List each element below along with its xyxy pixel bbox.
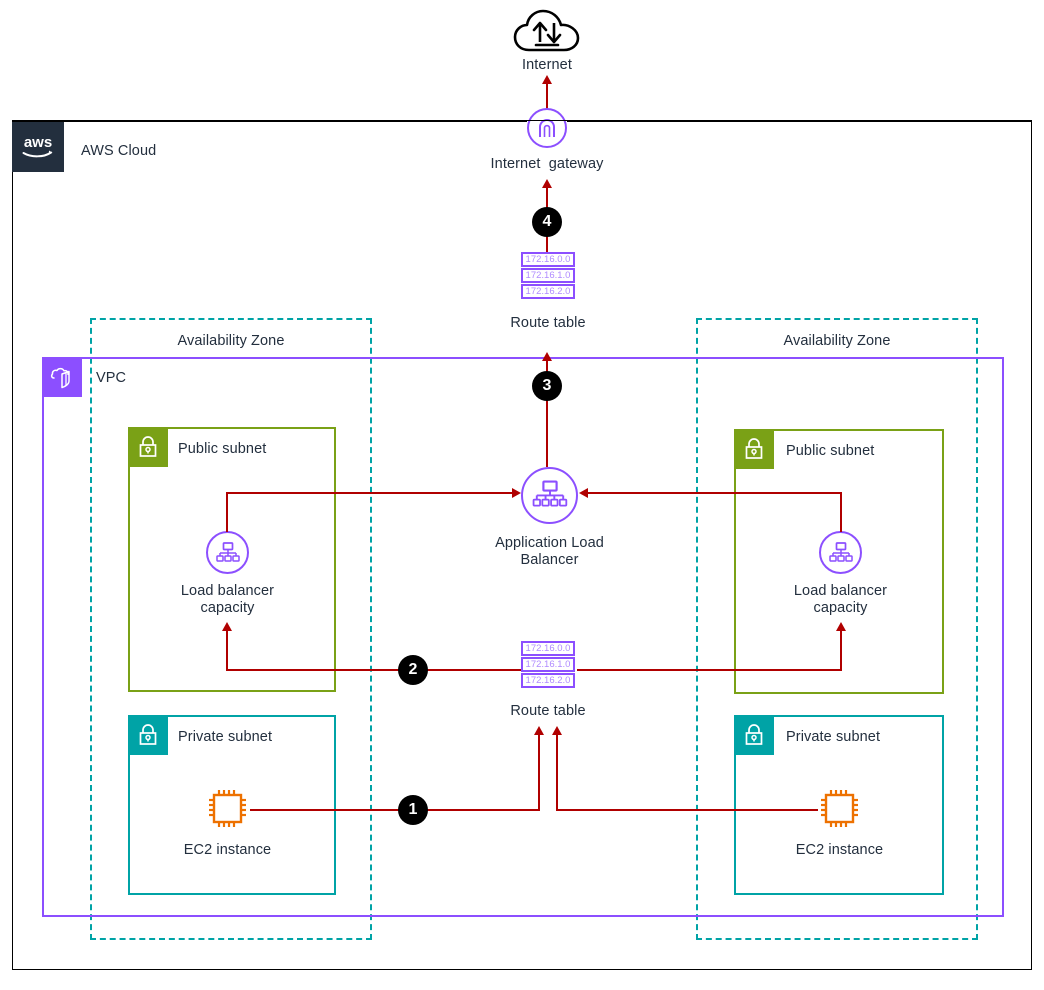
flow-step1-horizontal-left: [250, 809, 540, 812]
flow-step1-horizontal-right: [556, 809, 818, 812]
flow-alb-to-routetable-upper-arrowhead: [541, 352, 552, 361]
vpc-boundary: [42, 357, 1004, 917]
ec2-instance-right-icon: [817, 786, 862, 831]
private-subnet-left-label: Private subnet: [178, 729, 273, 745]
vpc-icon: [44, 359, 82, 397]
route-table-upper: 172.16.0.0 172.16.1.0 172.16.2.0: [521, 252, 575, 300]
step-badge-1: 1: [398, 795, 428, 825]
vpc-label: VPC: [96, 370, 127, 386]
application-load-balancer-label: Application Load Balancer: [495, 535, 604, 568]
flow-step1-riser-b-arrowhead: [551, 726, 562, 735]
flow-igw-to-internet: [546, 80, 549, 110]
availability-zone-left-label: Availability Zone: [177, 333, 285, 349]
availability-zone-right: [696, 318, 978, 940]
flow-step1-riser-b: [556, 733, 559, 811]
public-subnet-left-lock-icon: [128, 427, 168, 467]
internet-label: Internet: [522, 57, 572, 73]
application-load-balancer-icon: [521, 467, 578, 524]
public-subnet-right-lock-icon: [734, 429, 774, 469]
ec2-instance-left-label: EC2 instance: [183, 842, 272, 858]
public-subnet-right-label: Public subnet: [786, 443, 875, 459]
flow-lbcapacity-left-to-alb-arrowhead: [512, 487, 521, 498]
svg-text:aws: aws: [24, 134, 52, 151]
flow-step2-riser-left-arrowhead: [221, 622, 232, 631]
flow-lbcapacity-left-to-alb-horizontal: [226, 492, 512, 495]
flow-routetable-to-igw-arrowhead: [541, 179, 552, 188]
private-subnet-right-lock-icon: [734, 715, 774, 755]
ec2-instance-right-label: EC2 instance: [795, 842, 884, 858]
flow-lbcapacity-right-to-alb-vertical: [840, 492, 843, 532]
availability-zone-left: [90, 318, 372, 940]
private-subnet-right-label: Private subnet: [786, 729, 881, 745]
flow-alb-to-routetable-upper: [546, 357, 549, 467]
internet-gateway-label: Internet gateway: [490, 156, 604, 172]
public-subnet-left-label: Public subnet: [178, 441, 267, 457]
route-table-upper-label: Route table: [510, 315, 586, 331]
private-subnet-left-lock-icon: [128, 715, 168, 755]
flow-step2-riser-left: [226, 629, 229, 671]
aws-cloud-top-edge-left: [12, 120, 527, 122]
flow-step1-riser-a: [538, 733, 541, 811]
step-badge-3: 3: [532, 371, 562, 401]
flow-lbcapacity-right-to-alb-horizontal: [588, 492, 842, 495]
load-balancer-capacity-right-label: Load balancer capacity: [793, 583, 888, 616]
route-table-lower: 172.16.0.0 172.16.1.0 172.16.2.0: [521, 641, 575, 689]
ec2-instance-left-icon: [205, 786, 250, 831]
flow-lbcapacity-right-to-alb-arrowhead: [579, 487, 588, 498]
route-table-lower-row: 172.16.1.0: [521, 657, 575, 672]
flow-lbcapacity-left-to-alb-vertical: [226, 492, 229, 532]
private-subnet-left: [128, 715, 336, 895]
flow-step1-riser-a-arrowhead: [533, 726, 544, 735]
flow-igw-to-internet-arrowhead: [541, 75, 552, 84]
aws-cloud-label: AWS Cloud: [81, 143, 157, 159]
route-table-upper-row: 172.16.0.0: [521, 252, 575, 267]
flow-step2-horizontal-right: [577, 669, 842, 672]
internet-cloud-icon: [512, 8, 582, 56]
load-balancer-capacity-left-icon: [206, 531, 249, 574]
flow-step2-horizontal-left: [226, 669, 521, 672]
aws-cloud-top-edge-right: [567, 120, 1032, 122]
step-badge-2: 2: [398, 655, 428, 685]
availability-zone-right-label: Availability Zone: [783, 333, 891, 349]
route-table-upper-row: 172.16.2.0: [521, 284, 575, 299]
public-subnet-left: [128, 427, 336, 692]
step-badge-4: 4: [532, 207, 562, 237]
flow-step2-riser-right-arrowhead: [835, 622, 846, 631]
load-balancer-capacity-right-icon: [819, 531, 862, 574]
private-subnet-right: [734, 715, 944, 895]
internet-gateway-icon: [527, 108, 567, 148]
load-balancer-capacity-left-label: Load balancer capacity: [180, 583, 275, 616]
route-table-upper-row: 172.16.1.0: [521, 268, 575, 283]
route-table-lower-label: Route table: [510, 703, 586, 719]
aws-logo: aws: [12, 120, 64, 172]
route-table-lower-row: 172.16.0.0: [521, 641, 575, 656]
flow-step2-riser-right: [840, 629, 843, 671]
route-table-lower-row: 172.16.2.0: [521, 673, 575, 688]
public-subnet-right: [734, 429, 944, 694]
